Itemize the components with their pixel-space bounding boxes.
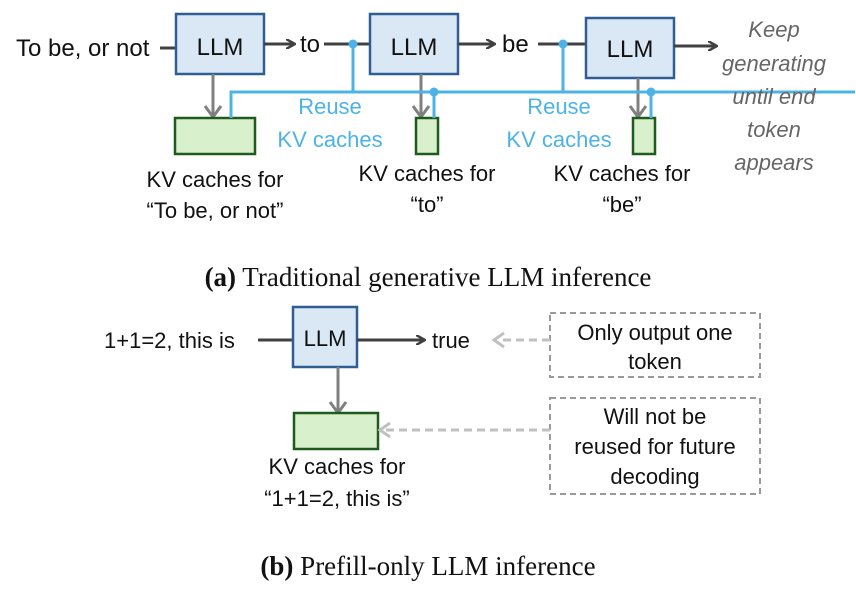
svg-text:KV caches: KV caches bbox=[506, 127, 611, 152]
caption-a: (a) Traditional generative LLM inference bbox=[205, 262, 652, 292]
llm-box-b: LLM bbox=[291, 305, 359, 369]
kv-cache-box-3 bbox=[631, 116, 657, 156]
svg-text:token: token bbox=[747, 117, 801, 142]
kv-cache-caption-b: KV caches for “1+1=2, this is” bbox=[264, 454, 410, 511]
output-token-b: true bbox=[432, 328, 470, 353]
svg-text:Will not be: Will not be bbox=[604, 404, 707, 429]
caption-b: (b) Prefill-only LLM inference bbox=[260, 551, 595, 581]
input-text-a: To be, or not bbox=[16, 35, 150, 62]
llm-box-3: LLM bbox=[584, 16, 676, 80]
kv-cache-box-b bbox=[292, 411, 380, 451]
svg-text:“to”: “to” bbox=[411, 192, 444, 217]
kv-cache-box-1 bbox=[173, 116, 257, 156]
note-box-2 bbox=[549, 397, 761, 495]
svg-text:token: token bbox=[628, 349, 682, 374]
llm-label-b: LLM bbox=[304, 326, 347, 351]
llm-label-2: LLM bbox=[391, 34, 438, 61]
reuse-dot-2 bbox=[558, 39, 568, 49]
keep-generating-note: Keep generating until end token appears bbox=[722, 17, 827, 175]
llm-label-1: LLM bbox=[197, 34, 244, 61]
reuse-label-1: Reuse KV caches bbox=[277, 94, 382, 152]
note-1-text: Only output one token bbox=[577, 320, 732, 374]
token-1: to bbox=[300, 31, 320, 58]
kv-cache-caption-2: KV caches for “to” bbox=[359, 161, 496, 217]
svg-text:“To be, or not”: “To be, or not” bbox=[147, 198, 284, 223]
svg-text:Reuse: Reuse bbox=[298, 94, 362, 119]
svg-text:“be”: “be” bbox=[602, 192, 641, 217]
input-text-b: 1+1=2, this is bbox=[104, 328, 235, 353]
svg-text:Reuse: Reuse bbox=[527, 94, 591, 119]
kv-cache-caption-1: KV caches for “To be, or not” bbox=[147, 167, 284, 223]
svg-text:KV caches for: KV caches for bbox=[359, 161, 496, 186]
kv-cache-box-2 bbox=[414, 116, 440, 156]
note-2-arrow-head bbox=[377, 421, 391, 439]
reuse-dot-3 bbox=[429, 87, 439, 97]
note-box-1 bbox=[549, 312, 761, 378]
svg-text:Only output one: Only output one bbox=[577, 320, 732, 345]
svg-text:generating: generating bbox=[722, 51, 827, 76]
svg-text:until end: until end bbox=[732, 84, 816, 109]
reuse-dot-4 bbox=[646, 87, 656, 97]
svg-text:KV caches for: KV caches for bbox=[147, 167, 284, 192]
token-2: be bbox=[502, 31, 529, 58]
svg-text:“1+1=2, this is”: “1+1=2, this is” bbox=[264, 486, 410, 511]
reuse-dot-1 bbox=[348, 39, 358, 49]
svg-text:reused for future: reused for future bbox=[574, 434, 735, 459]
note-1-arrow-head bbox=[491, 331, 505, 349]
panel-b: 1+1=2, this is LLM true KV caches for “1… bbox=[104, 305, 761, 581]
panel-a: To be, or not LLM to LLM be LLM bbox=[16, 12, 855, 292]
llm-box-2: LLM bbox=[368, 12, 460, 76]
svg-text:decoding: decoding bbox=[610, 464, 699, 489]
llm-box-1: LLM bbox=[174, 12, 266, 76]
svg-text:KV caches for: KV caches for bbox=[554, 161, 691, 186]
svg-text:KV caches for: KV caches for bbox=[269, 454, 406, 479]
svg-text:Keep: Keep bbox=[748, 17, 799, 42]
llm-label-3: LLM bbox=[607, 36, 654, 63]
kv-cache-caption-3: KV caches for “be” bbox=[554, 161, 691, 217]
reuse-label-2: Reuse KV caches bbox=[506, 94, 611, 152]
note-2-text: Will not be reused for future decoding bbox=[574, 404, 735, 489]
svg-text:appears: appears bbox=[734, 150, 814, 175]
svg-text:KV caches: KV caches bbox=[277, 127, 382, 152]
